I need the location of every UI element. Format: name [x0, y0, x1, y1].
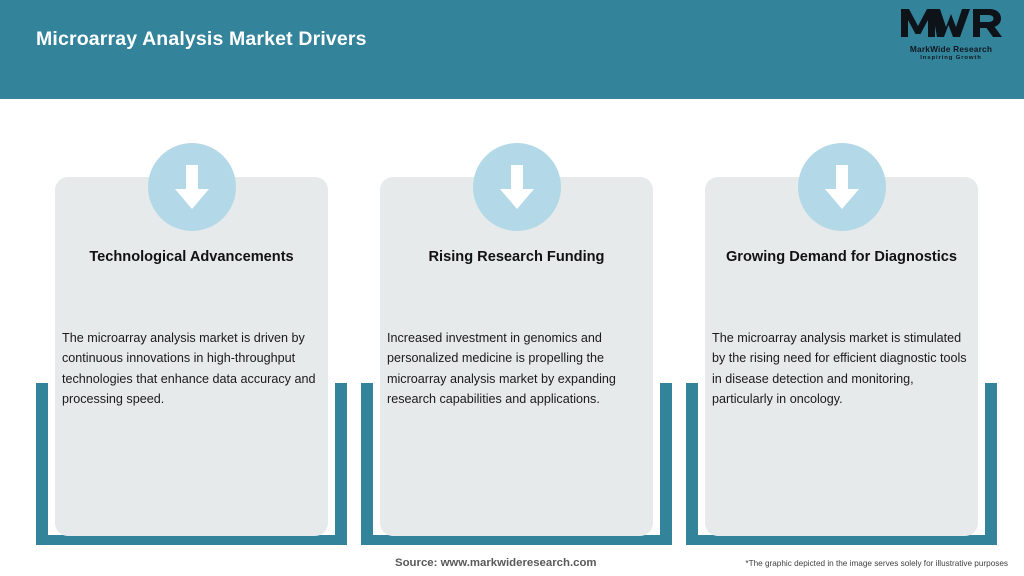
card-body: The microarray analysis market is stimul…	[712, 331, 967, 407]
driver-card-1: Technological Advancements The microarra…	[36, 143, 347, 545]
brand-logo: MarkWide Research Inspiring Growth	[892, 8, 1010, 61]
arrow-down-icon	[472, 143, 561, 231]
card-frame-right	[985, 383, 997, 545]
logo-tagline: Inspiring Growth	[920, 55, 982, 61]
card-body: Increased investment in genomics and per…	[387, 331, 616, 407]
arrow-down-icon	[147, 143, 236, 231]
disclaimer-label: *The graphic depicted in the image serve…	[745, 559, 1008, 568]
card-panel	[380, 177, 653, 536]
driver-card-3: Growing Demand for Diagnostics The micro…	[686, 143, 997, 545]
card-frame-left	[361, 383, 373, 545]
card-frame-bottom	[36, 535, 347, 545]
card-frame-left	[686, 383, 698, 545]
page-title: Microarray Analysis Market Drivers	[36, 28, 367, 50]
card-frame-right	[660, 383, 672, 545]
card-title: Rising Research Funding	[428, 249, 605, 265]
card-panel	[705, 177, 978, 536]
card-panel	[55, 177, 328, 536]
card-frame-bottom	[361, 535, 672, 545]
header-bar	[0, 0, 1024, 99]
arrow-down-icon	[797, 143, 886, 231]
card-title: Technological Advancements	[89, 249, 294, 265]
mwr-monogram-icon	[899, 8, 1003, 43]
card-frame-bottom	[686, 535, 997, 545]
driver-card-2: Rising Research Funding Increased invest…	[361, 143, 672, 545]
card-frame-left	[36, 383, 48, 545]
card-title: Growing Demand for Diagnostics	[725, 249, 958, 265]
source-label: Source: www.markwideresearch.com	[395, 557, 597, 569]
card-frame-right	[335, 383, 347, 545]
logo-company-name: MarkWide Research	[909, 44, 993, 54]
card-body: The microarray analysis market is driven…	[62, 331, 316, 407]
